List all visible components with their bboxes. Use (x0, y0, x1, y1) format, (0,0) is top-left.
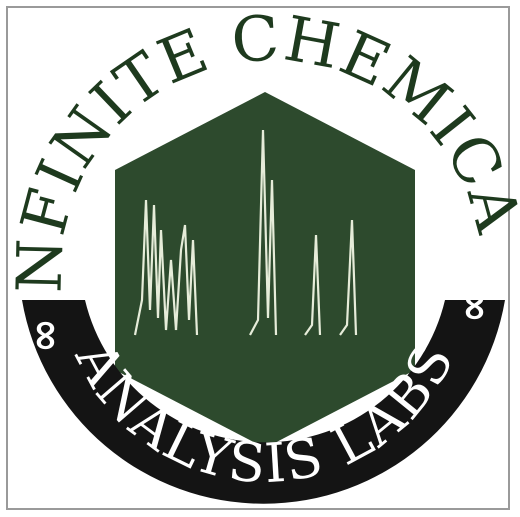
bottom-band (22, 300, 505, 504)
hexagon-emblem (115, 92, 415, 448)
infinity-right-icon: ∞ (448, 288, 497, 323)
chromatogram-peaks (133, 129, 358, 336)
infinity-left-icon: ∞ (23, 318, 72, 353)
